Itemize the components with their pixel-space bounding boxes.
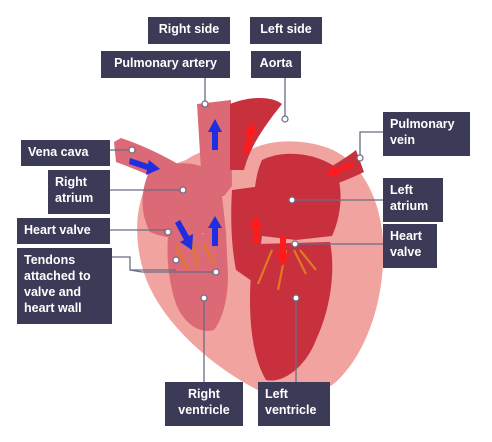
label-heart-valve-left: Heart valve	[17, 218, 110, 244]
leader-tendons	[112, 256, 176, 271]
arrow-aorta	[243, 122, 257, 153]
label-vena-cava: Vena cava	[21, 140, 110, 166]
left-atrium	[254, 153, 341, 240]
arrow-pulmonary-artery	[208, 119, 222, 150]
label-aorta: Aorta	[251, 51, 301, 78]
left-ventricle	[250, 242, 333, 381]
label-left-ventricle: Left ventricle	[258, 382, 330, 426]
dot-tendons-2	[212, 268, 220, 276]
label-pulmonary-vein: Pulmonary vein	[383, 112, 470, 156]
right-atrium	[142, 163, 210, 238]
label-tendons: Tendons attached to valve and heart wall	[17, 248, 112, 324]
dot-right-ventricle	[200, 294, 208, 302]
dot-tendons-1	[172, 256, 180, 264]
label-right-side: Right side	[148, 17, 230, 44]
dot-heart-valve-right	[291, 240, 299, 248]
label-heart-valve-right: Heart valve	[383, 224, 437, 268]
arrow-right-atrium-down	[175, 220, 193, 250]
dot-vena-cava	[128, 146, 136, 154]
arrow-pulmonary-vein	[326, 162, 354, 176]
label-left-atrium: Left atrium	[383, 178, 443, 222]
arrow-vena-cava	[129, 158, 160, 175]
label-pulmonary-artery: Pulmonary artery	[101, 51, 230, 78]
leader-pulmonary-vein	[359, 131, 383, 158]
dot-pulmonary-artery	[201, 100, 209, 108]
label-right-atrium: Right atrium	[48, 170, 110, 214]
dot-left-atrium	[288, 196, 296, 204]
label-right-ventricle: Right ventricle	[165, 382, 243, 426]
dot-right-atrium	[179, 186, 187, 194]
dot-left-ventricle	[292, 294, 300, 302]
arrow-left-atrium-down	[276, 236, 290, 266]
dot-pulmonary-vein	[356, 154, 364, 162]
dot-heart-valve-left	[164, 228, 172, 236]
arrow-right-ventricle-up	[208, 216, 222, 246]
label-left-side: Left side	[250, 17, 322, 44]
tendons-right	[175, 241, 215, 271]
tendons-left	[256, 249, 317, 291]
dot-aorta	[281, 115, 289, 123]
leader-tendons-2	[129, 269, 216, 273]
arrow-left-ventricle-up	[249, 216, 263, 244]
